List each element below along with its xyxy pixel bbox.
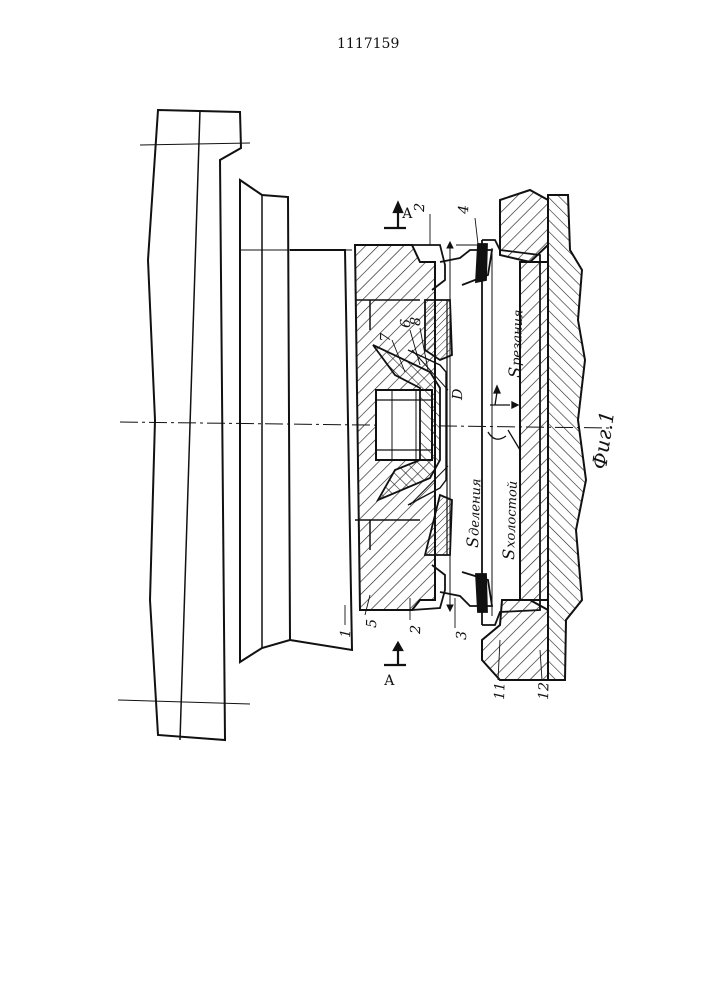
callout-11: 11 [492,682,509,700]
patent-number: 1117159 [337,36,399,52]
figure-caption: Фиг.1 [587,409,619,470]
motion-arrows [488,386,520,450]
callout-1: 1 [338,629,354,638]
callout-2-top: 2 [412,203,428,214]
callout-7: 7 [378,333,394,343]
callout-2-bottom: 2 [408,625,424,636]
spindle-flange [240,180,352,662]
callout-4: 4 [456,205,472,215]
table-12 [548,195,586,680]
cutting-s: S [505,366,524,378]
callout-12: 12 [536,682,553,700]
indexing-s: S [463,536,482,548]
callout-5: 5 [364,619,380,629]
diameter-label: D [450,388,466,401]
indexing-sub: деления [467,478,484,536]
idle-s: S [499,548,518,560]
spindle-housing [118,110,250,740]
section-letter-bottom: А [384,673,395,689]
cutting-sub: резания [509,309,526,366]
callout-3: 3 [454,631,470,641]
motion-labels: S резания S деления S холостой [463,309,526,560]
callout-8: 8 [408,317,424,327]
idle-sub: холостой [503,481,520,549]
